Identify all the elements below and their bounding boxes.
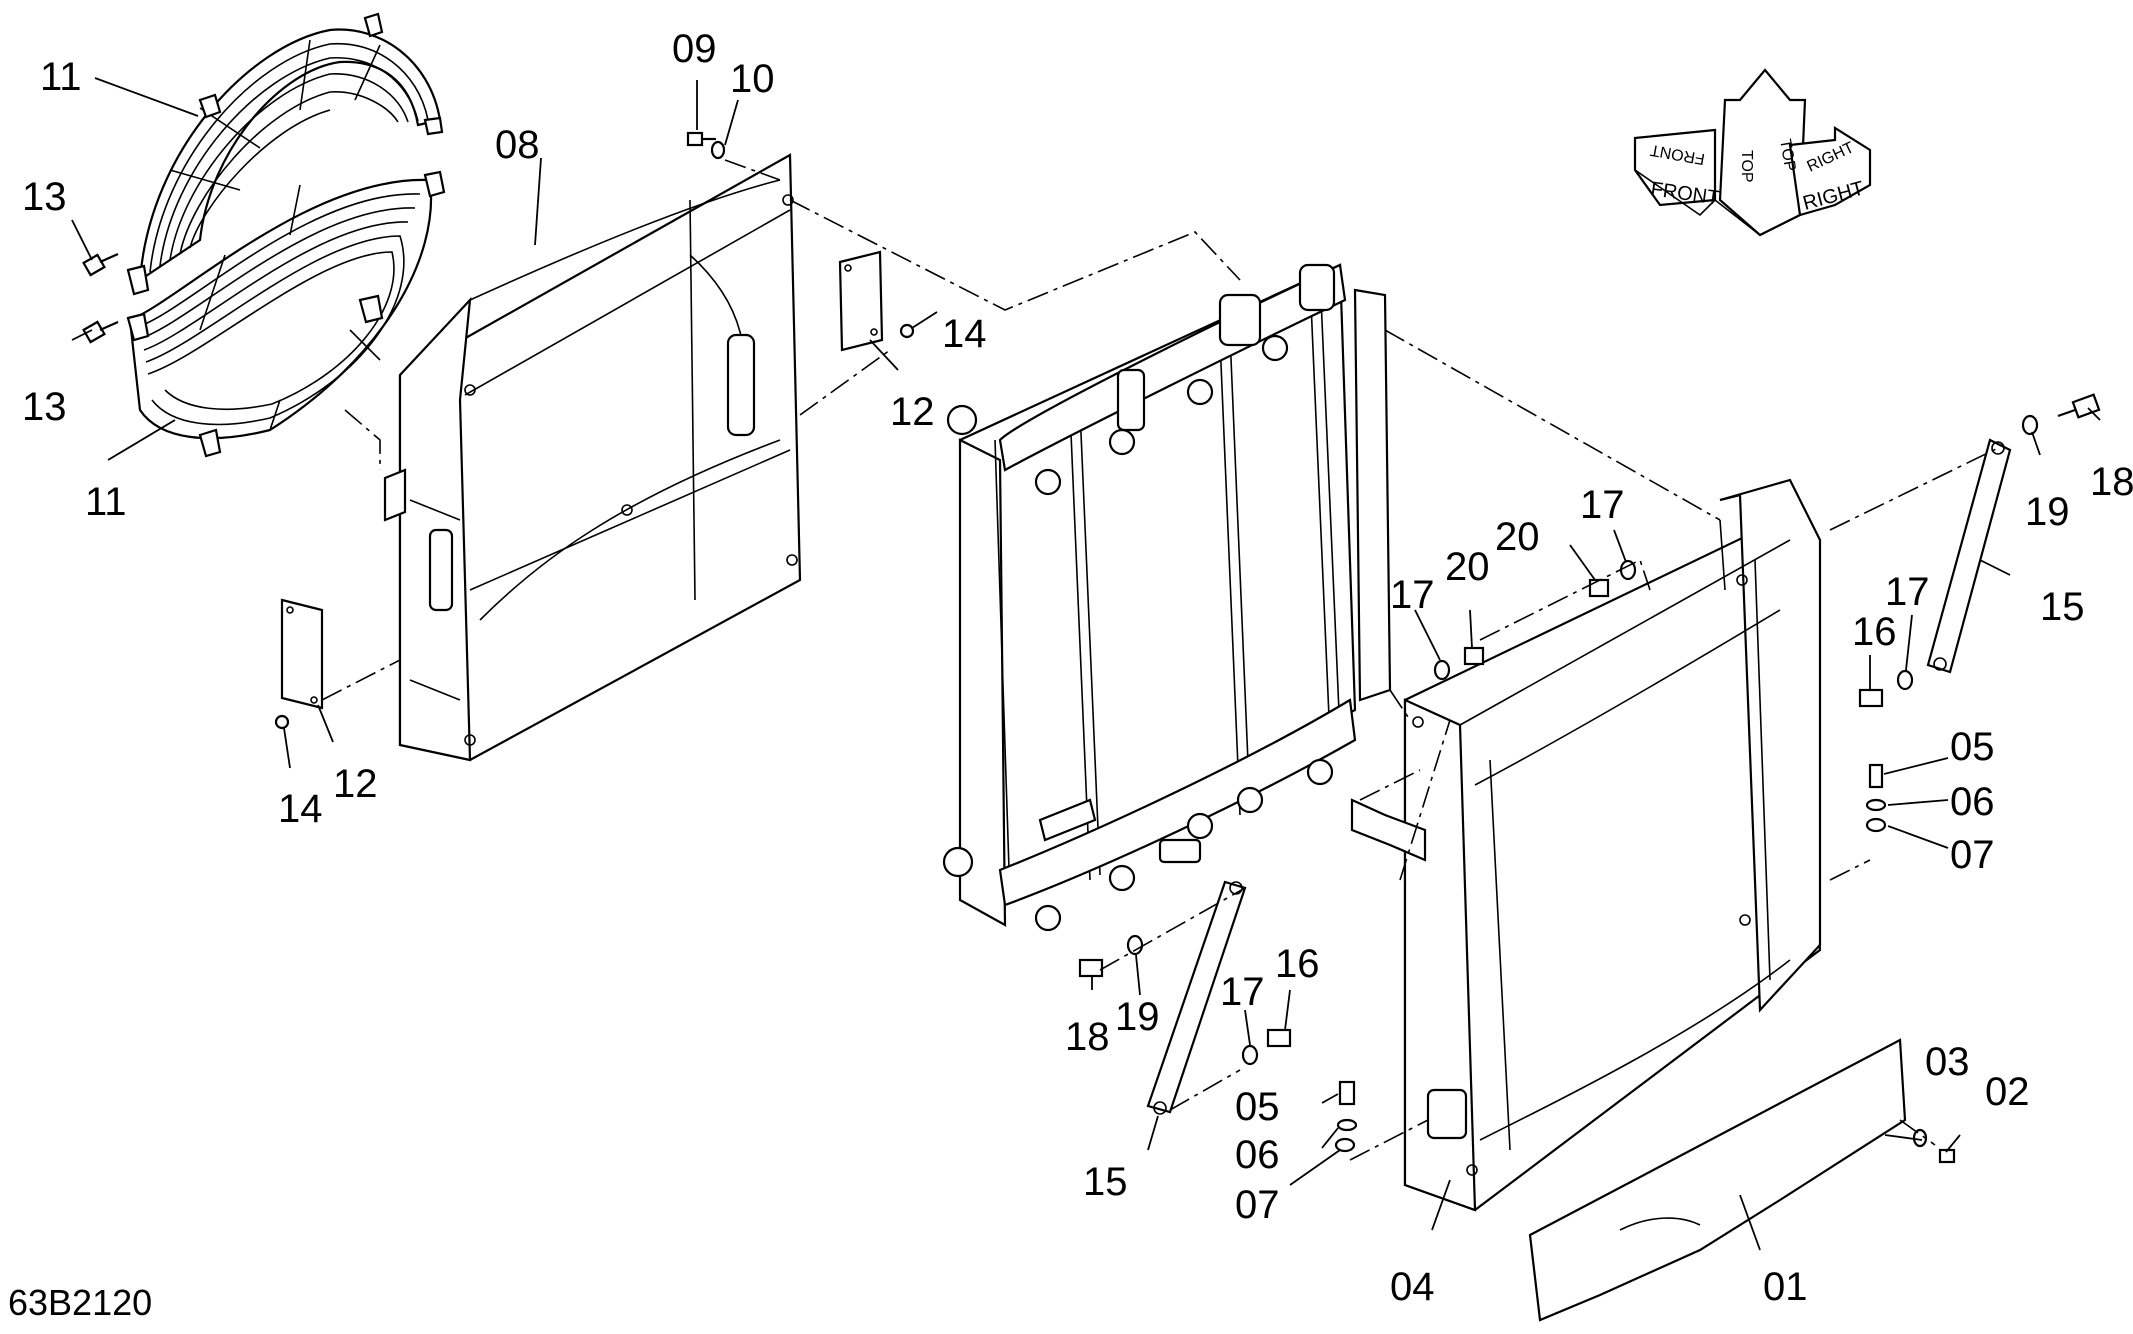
bolt-13-upper [82, 252, 119, 277]
callout-18-right: 18 [2090, 460, 2133, 504]
bolt-18-left [1078, 958, 1104, 978]
bottom-seal [1528, 1038, 1907, 1322]
callout-07-left: 07 [1235, 1183, 1280, 1227]
fan-guard [126, 12, 446, 458]
washer-17-right [1896, 669, 1914, 691]
washer-06-left [1336, 1118, 1358, 1132]
callout-10: 10 [730, 57, 775, 101]
callout-13-upper: 13 [22, 175, 67, 219]
callout-16-left: 16 [1275, 942, 1320, 986]
callout-15-left: 15 [1083, 1160, 1128, 1204]
screw-14-upper [899, 323, 915, 339]
callout-05-left: 05 [1235, 1085, 1280, 1129]
nut-07-right [1865, 817, 1887, 833]
bolt-05-left [1338, 1080, 1356, 1106]
radiator-core [942, 263, 1392, 932]
callout-11-upper: 11 [40, 55, 82, 99]
callout-17-d: 17 [1220, 970, 1265, 1014]
callout-04: 04 [1390, 1265, 1435, 1309]
assembly-lines [321, 159, 1999, 1161]
callout-17-c: 17 [1885, 570, 1930, 614]
callout-17-b: 17 [1390, 573, 1435, 617]
callout-19-left: 19 [1115, 995, 1160, 1039]
washer-06-right [1865, 798, 1887, 812]
washer-17-mid [1433, 659, 1451, 681]
fan-shroud [383, 153, 802, 762]
callout-11-lower: 11 [85, 480, 127, 524]
callout-13-lower: 13 [22, 385, 67, 429]
callout-17-a: 17 [1580, 483, 1625, 527]
leader-lines [71, 77, 2101, 1251]
callout-12-lower: 12 [333, 762, 378, 806]
stay-15-right [1926, 438, 2012, 674]
callout-08: 08 [495, 123, 540, 167]
orientation-indicator: FRONT FRONT TOP TOP RIGHT RIGHT [1633, 68, 1872, 237]
radiator-frame [1350, 478, 1822, 1212]
nut-20-upper [1588, 578, 1610, 598]
screw-14-lower [274, 714, 290, 730]
cover-plate-12-upper [838, 250, 884, 352]
bolt-16-right [1858, 688, 1884, 708]
nut-20-mid [1463, 646, 1485, 666]
callout-05-right: 05 [1950, 725, 1995, 769]
callout-06-left: 06 [1235, 1133, 1280, 1177]
bolt-09 [686, 131, 716, 147]
callout-20-b: 20 [1445, 545, 1490, 589]
callout-09: 09 [672, 27, 717, 71]
callout-01: 01 [1763, 1265, 1808, 1309]
top-label: TOP [1738, 150, 1755, 183]
callout-20-a: 20 [1495, 515, 1540, 559]
washer-17-left [1241, 1044, 1259, 1066]
callout-16-right: 16 [1852, 610, 1897, 654]
callout-18-left: 18 [1065, 1015, 1110, 1059]
callout-07-right: 07 [1950, 833, 1995, 877]
callout-15-right: 15 [2040, 585, 2085, 629]
callout-03: 03 [1925, 1040, 1970, 1084]
callout-14-lower: 14 [278, 787, 323, 831]
top-label-mirror: TOP [1776, 138, 1798, 173]
callout-14-upper: 14 [942, 312, 987, 356]
washer-10 [710, 140, 726, 160]
washer-19-left [1126, 934, 1144, 956]
bolt-16-left [1266, 1028, 1292, 1048]
callout-labels: 11 13 13 11 08 09 10 14 12 12 14 17 20 1… [22, 27, 2133, 1309]
callout-12-upper: 12 [890, 390, 935, 434]
callout-19-right: 19 [2025, 490, 2070, 534]
washer-19-right [2021, 414, 2039, 436]
cover-plate-12-lower [280, 598, 324, 710]
callout-06-right: 06 [1950, 780, 1995, 824]
bolt-05-right [1868, 763, 1884, 789]
bolt-13-lower [82, 320, 119, 344]
callout-02: 02 [1985, 1070, 2030, 1114]
nut-07-left [1334, 1137, 1356, 1153]
diagram-id: 63B2120 [8, 1282, 152, 1323]
